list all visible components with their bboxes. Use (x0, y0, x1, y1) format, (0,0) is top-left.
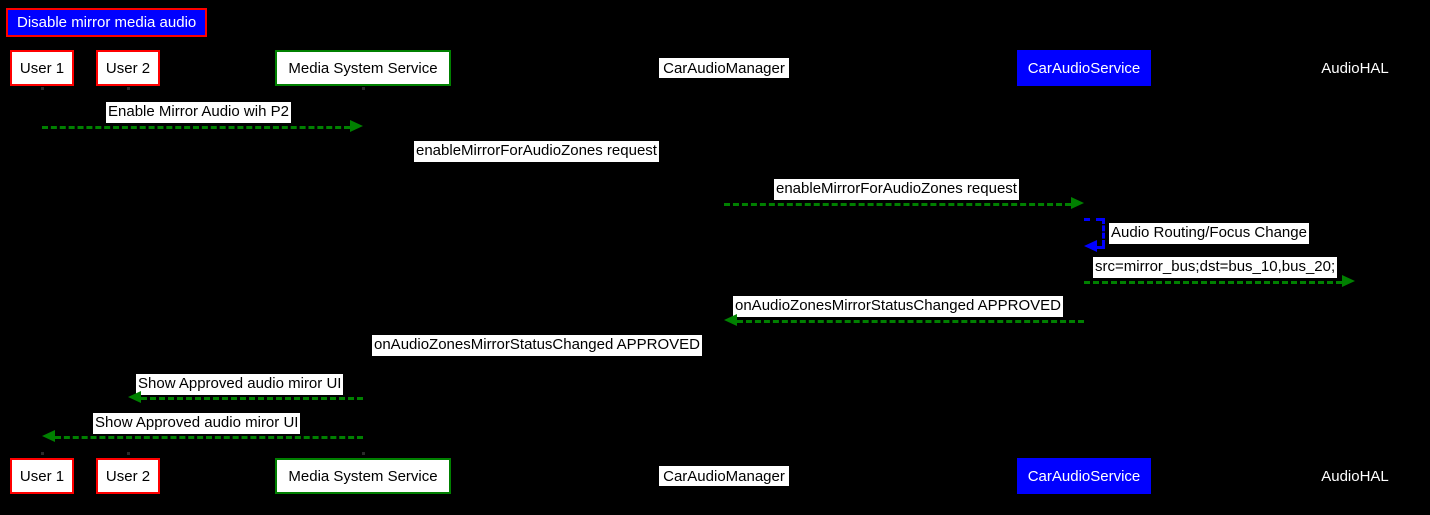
participant-footer-media-system-service-label: Media System Service (288, 467, 438, 485)
message-arrowhead-1 (350, 120, 363, 132)
participant-header-user2[interactable]: User 2 (96, 50, 160, 86)
participant-footer-user1[interactable]: User 1 (10, 458, 74, 494)
diagram-title: Disable mirror media audio (6, 8, 208, 37)
message-label-5: src=mirror_bus;dst=bus_10,bus_20; (1093, 257, 1338, 278)
participant-footer-caraudiomanager-label: CarAudioManager (663, 467, 785, 485)
participant-header-audiohal[interactable]: AudioHAL (1307, 50, 1403, 86)
message-line-1 (42, 126, 350, 129)
participant-header-media-system-service-label: Media System Service (288, 59, 438, 77)
participant-header-user1-label: User 1 (19, 59, 65, 77)
message-line-6 (737, 320, 1084, 323)
participant-footer-user2-label: User 2 (105, 467, 151, 485)
participant-header-audiohal-label: AudioHAL (1321, 59, 1389, 77)
lifeline-tick-user1-bottom (41, 452, 44, 455)
lifeline-caraudioservice (1083, 86, 1085, 450)
participant-header-caraudiomanager-label: CarAudioManager (663, 59, 785, 77)
participant-footer-media-system-service[interactable]: Media System Service (275, 458, 451, 494)
lifeline-tick-user2-bottom (127, 452, 130, 455)
participant-footer-user1-label: User 1 (19, 467, 65, 485)
message-label-2: enableMirrorForAudioZones request (414, 141, 659, 162)
message-line-8 (141, 397, 363, 400)
message-line-5 (1084, 281, 1342, 284)
lifeline-tick-media-system-service (362, 87, 365, 90)
message-arrowhead-6 (724, 314, 737, 326)
participant-header-media-system-service[interactable]: Media System Service (275, 50, 451, 86)
self-message-line-right (1102, 218, 1105, 246)
participant-footer-caraudioservice[interactable]: CarAudioService (1017, 458, 1151, 494)
message-label-7: onAudioZonesMirrorStatusChanged APPROVED (372, 335, 703, 356)
message-label-1: Enable Mirror Audio wih P2 (106, 102, 291, 123)
participant-header-caraudiomanager[interactable]: CarAudioManager (659, 58, 789, 78)
participant-header-caraudioservice-label: CarAudioService (1027, 59, 1141, 77)
lifeline-tick-user2 (127, 87, 130, 90)
message-label-8: Show Approved audio miror UI (136, 374, 344, 395)
participant-footer-audiohal-label: AudioHAL (1321, 467, 1389, 485)
participant-footer-user2[interactable]: User 2 (96, 458, 160, 494)
participant-footer-audiohal[interactable]: AudioHAL (1307, 458, 1403, 494)
lifeline-user2 (127, 86, 129, 450)
message-arrowhead-3 (1071, 197, 1084, 209)
message-arrowhead-8 (128, 391, 141, 403)
lifeline-caraudiomanager (723, 78, 725, 458)
lifeline-tick-media-system-service-bottom (362, 452, 365, 455)
lifeline-audiohal (1354, 78, 1356, 458)
lifeline-tick-user1 (41, 87, 44, 90)
participant-footer-caraudioservice-label: CarAudioService (1027, 467, 1141, 485)
participant-footer-caraudiomanager[interactable]: CarAudioManager (659, 466, 789, 486)
message-label-3: enableMirrorForAudioZones request (774, 179, 1019, 200)
self-message-arrowhead (1084, 240, 1097, 252)
message-line-3 (724, 203, 1071, 206)
participant-header-user2-label: User 2 (105, 59, 151, 77)
message-arrowhead-5 (1342, 275, 1355, 287)
participant-header-user1[interactable]: User 1 (10, 50, 74, 86)
message-label-4: Audio Routing/Focus Change (1109, 223, 1309, 244)
self-message-line-bottom (1097, 246, 1105, 249)
self-message-line-top (1084, 218, 1102, 221)
participant-header-caraudioservice[interactable]: CarAudioService (1017, 50, 1151, 86)
lifeline-media-system-service (362, 86, 364, 450)
message-line-9 (55, 436, 363, 439)
message-arrowhead-9 (42, 430, 55, 442)
message-label-6: onAudioZonesMirrorStatusChanged APPROVED (733, 296, 1064, 317)
message-label-9: Show Approved audio miror UI (93, 413, 301, 434)
lifeline-user1 (41, 86, 43, 450)
